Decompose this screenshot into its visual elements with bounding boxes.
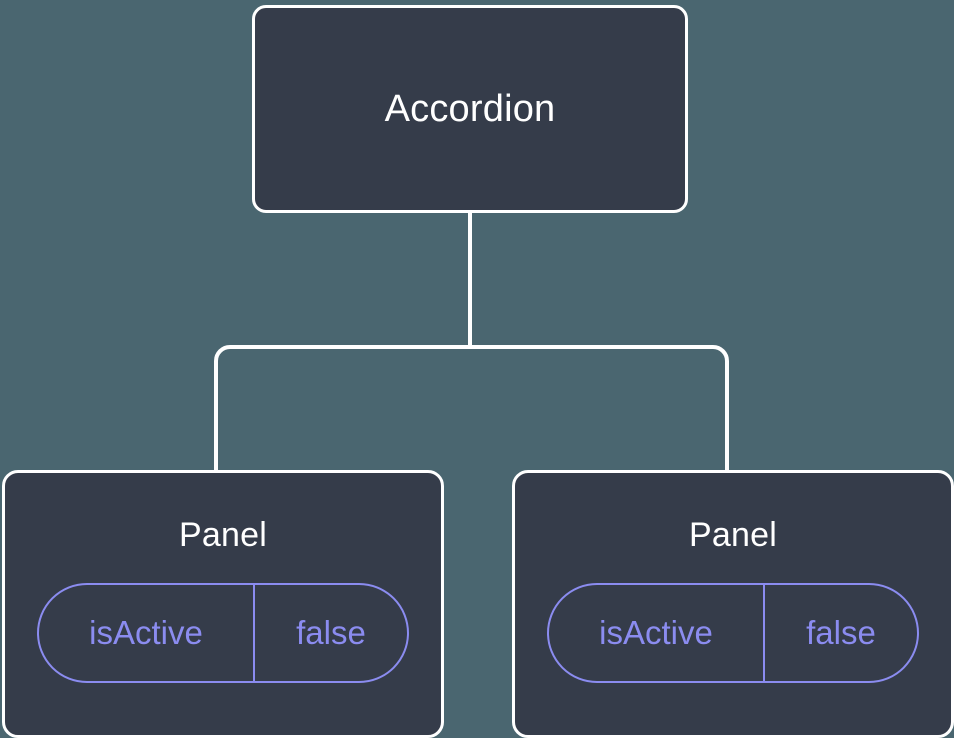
node-panel-2-title: Panel xyxy=(689,516,777,554)
node-panel-2[interactable]: Panel isActive false xyxy=(512,470,954,738)
prop-pill-panel-1[interactable]: isActive false xyxy=(37,583,409,683)
node-accordion[interactable]: Accordion xyxy=(252,5,688,213)
node-accordion-title: Accordion xyxy=(384,88,556,130)
prop-value-isactive: false xyxy=(806,614,876,651)
edge-bus-right xyxy=(470,345,729,472)
node-panel-1[interactable]: Panel isActive false xyxy=(2,470,444,738)
prop-key-isactive: isActive xyxy=(39,585,255,681)
prop-value-isactive: false xyxy=(296,614,366,651)
prop-pill-panel-2[interactable]: isActive false xyxy=(547,583,919,683)
node-panel-1-title: Panel xyxy=(179,516,267,554)
edge-bus-left xyxy=(214,345,470,472)
prop-key-isactive: isActive xyxy=(549,585,765,681)
